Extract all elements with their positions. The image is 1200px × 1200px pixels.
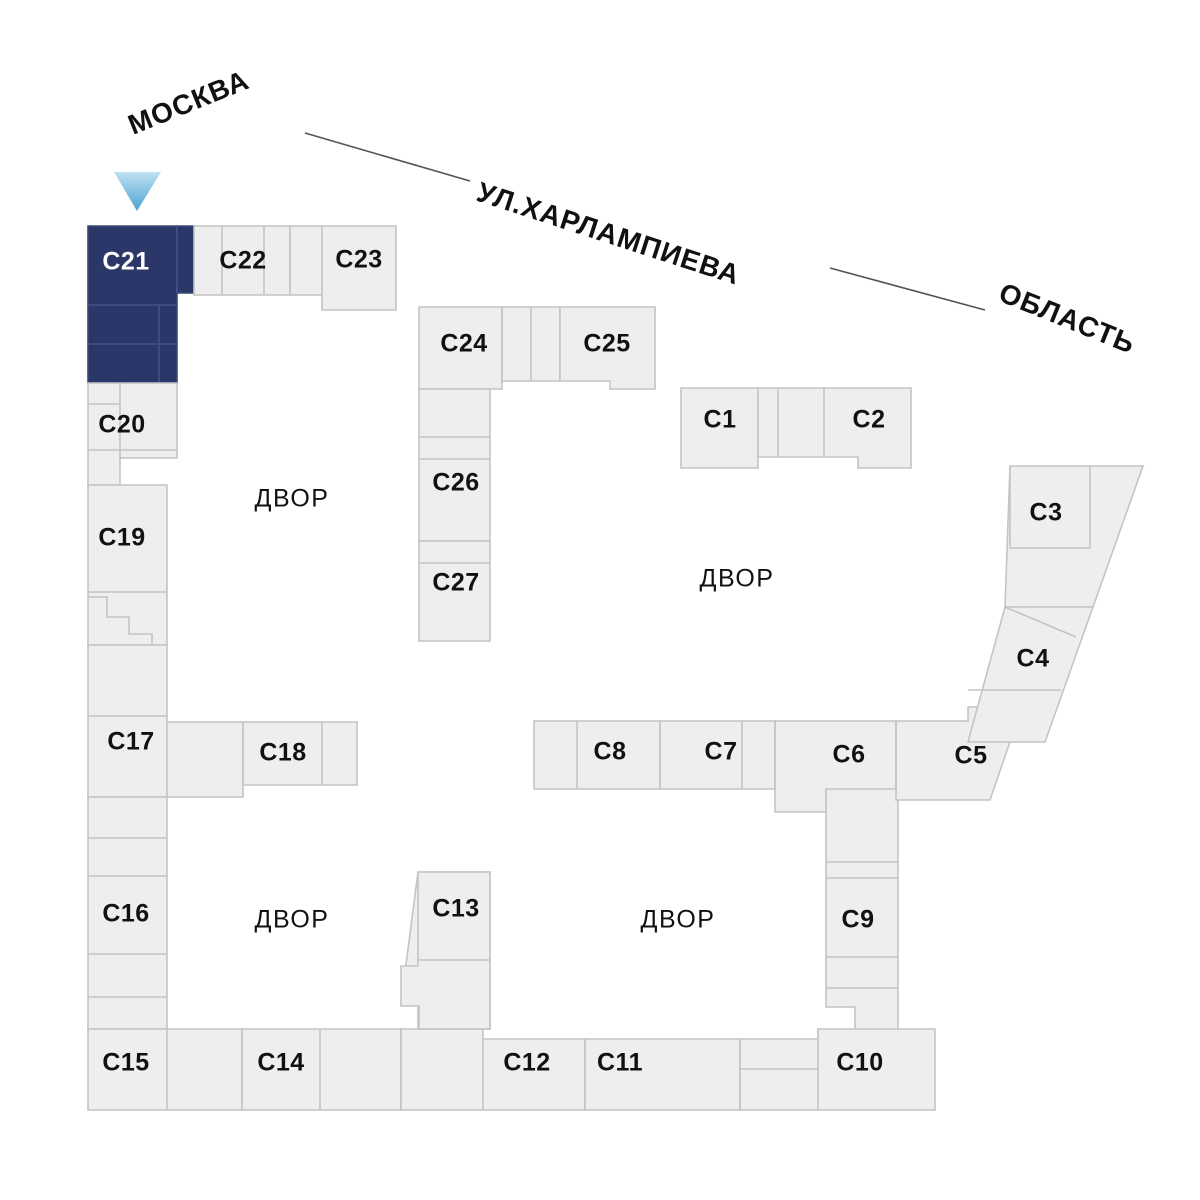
building-C18[interactable] [242, 721, 358, 786]
building-label-C25: C25 [583, 330, 630, 358]
building-C23[interactable] [289, 225, 397, 311]
street-label-moskva: МОСКВА [124, 64, 254, 140]
building-C4[interactable] [966, 606, 1095, 743]
leader-line-oblast [829, 267, 986, 311]
building-label-C13: C13 [432, 895, 479, 923]
building-label-C17: C17 [107, 728, 154, 756]
building-label-C18: C18 [259, 739, 306, 767]
street-label-oblast: ОБЛАСТЬ [995, 277, 1140, 360]
building-label-C15: C15 [102, 1049, 149, 1077]
building-label-C26: C26 [432, 469, 479, 497]
building-label-C1: C1 [704, 406, 737, 434]
building-C10[interactable] [739, 1028, 936, 1111]
building-label-C23: C23 [335, 246, 382, 274]
building-C1[interactable] [680, 387, 759, 469]
building-label-C12: C12 [503, 1049, 550, 1077]
building-label-C3: C3 [1030, 499, 1063, 527]
building-C24-annex[interactable] [501, 306, 561, 382]
building-label-C16: C16 [102, 900, 149, 928]
leader-line-moskva [304, 132, 471, 182]
building-label-C4: C4 [1017, 645, 1050, 673]
building-label-C2: C2 [853, 406, 886, 434]
location-marker[interactable] [114, 172, 161, 211]
building-label-C14: C14 [257, 1049, 304, 1077]
building-C13[interactable] [400, 871, 491, 1030]
building-label-C21: C21 [102, 248, 149, 276]
building-C22[interactable] [193, 225, 291, 296]
building-label-C6: C6 [833, 741, 866, 769]
building-label-C10: C10 [836, 1049, 883, 1077]
building-label-C27: C27 [432, 569, 479, 597]
building-C25[interactable] [559, 306, 656, 390]
building-C19[interactable] [87, 484, 168, 646]
building-C27[interactable] [418, 540, 491, 642]
building-C12[interactable] [400, 1028, 586, 1111]
building-label-C11: C11 [597, 1049, 643, 1077]
building-C20[interactable] [87, 382, 178, 486]
building-C2[interactable] [757, 387, 912, 469]
yard-label-southwest: ДВОР [255, 906, 330, 934]
building-label-C7: C7 [705, 738, 738, 766]
building-label-C8: C8 [594, 738, 627, 766]
street-label-kharlampieva: УЛ.ХАРЛАМПИЕВА [473, 176, 744, 290]
yard-label-northwest: ДВОР [255, 485, 330, 513]
yard-label-southeast: ДВОР [641, 906, 716, 934]
building-label-C24: C24 [440, 330, 487, 358]
building-label-C9: C9 [842, 906, 875, 934]
building-C17[interactable] [87, 644, 244, 798]
yard-label-northeast: ДВОР [700, 565, 775, 593]
building-label-C20: C20 [98, 411, 145, 439]
building-C26[interactable] [418, 388, 491, 542]
building-label-C5: C5 [955, 742, 988, 770]
building-label-C19: C19 [98, 524, 145, 552]
building-C3[interactable] [1004, 465, 1145, 608]
building-label-C22: C22 [219, 247, 266, 275]
